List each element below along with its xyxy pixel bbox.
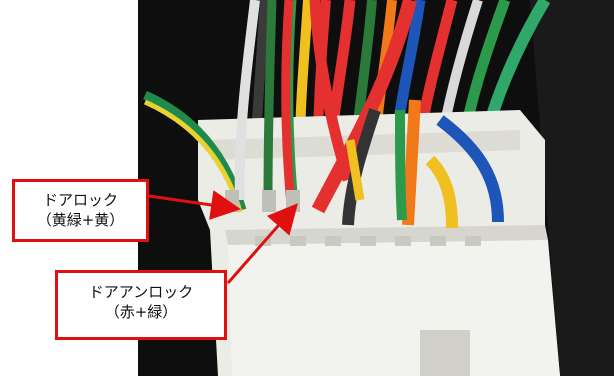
door-lock-colors: （黄緑+黄） bbox=[36, 211, 125, 229]
door-unlock-title: ドアアンロック bbox=[88, 283, 194, 301]
door-lock-title: ドアロック bbox=[42, 191, 118, 209]
door-unlock-colors: （赤+緑） bbox=[104, 303, 178, 321]
door-unlock-callout: ドアアンロック （赤+緑） bbox=[55, 270, 227, 340]
door-lock-callout: ドアロック （黄緑+黄） bbox=[12, 179, 149, 242]
